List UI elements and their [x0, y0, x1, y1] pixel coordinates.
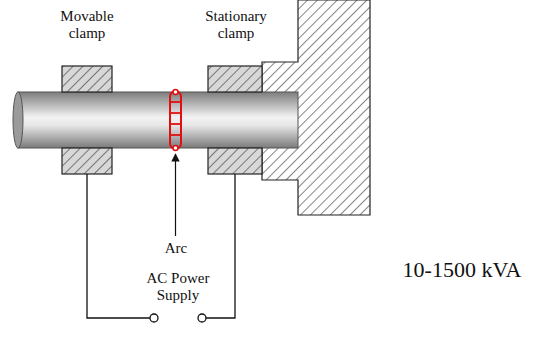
- clamp-hatch: [62, 148, 112, 174]
- supply-wire: [206, 174, 235, 318]
- stationary-clamp-upper: [208, 66, 262, 92]
- rating-label: 10-1500 kVA: [382, 258, 542, 282]
- stationary-clamp-lower: [208, 148, 262, 174]
- arc-leader: [175, 154, 176, 236]
- part-label: Movable clamp: [52, 8, 122, 41]
- workpiece-rod: [18, 92, 298, 148]
- clamp-hatch: [208, 148, 262, 174]
- terminal: [150, 314, 158, 322]
- clamp-hatch: [208, 66, 262, 92]
- arc-ring: [170, 91, 181, 149]
- movable-clamp-lower: [62, 148, 112, 174]
- arc-strokes: [171, 102, 180, 135]
- clamp-hatch: [62, 66, 112, 92]
- part-label: Stationary clamp: [197, 8, 275, 41]
- supply-wire: [87, 174, 150, 318]
- arc-dot: [173, 90, 178, 95]
- supply-label: AC Power Supply: [136, 270, 220, 303]
- terminal: [198, 314, 206, 322]
- movable-clamp-upper: [62, 66, 112, 92]
- arc-dot: [173, 146, 178, 151]
- part-label: Arc: [151, 240, 201, 257]
- rod-end: [13, 92, 23, 148]
